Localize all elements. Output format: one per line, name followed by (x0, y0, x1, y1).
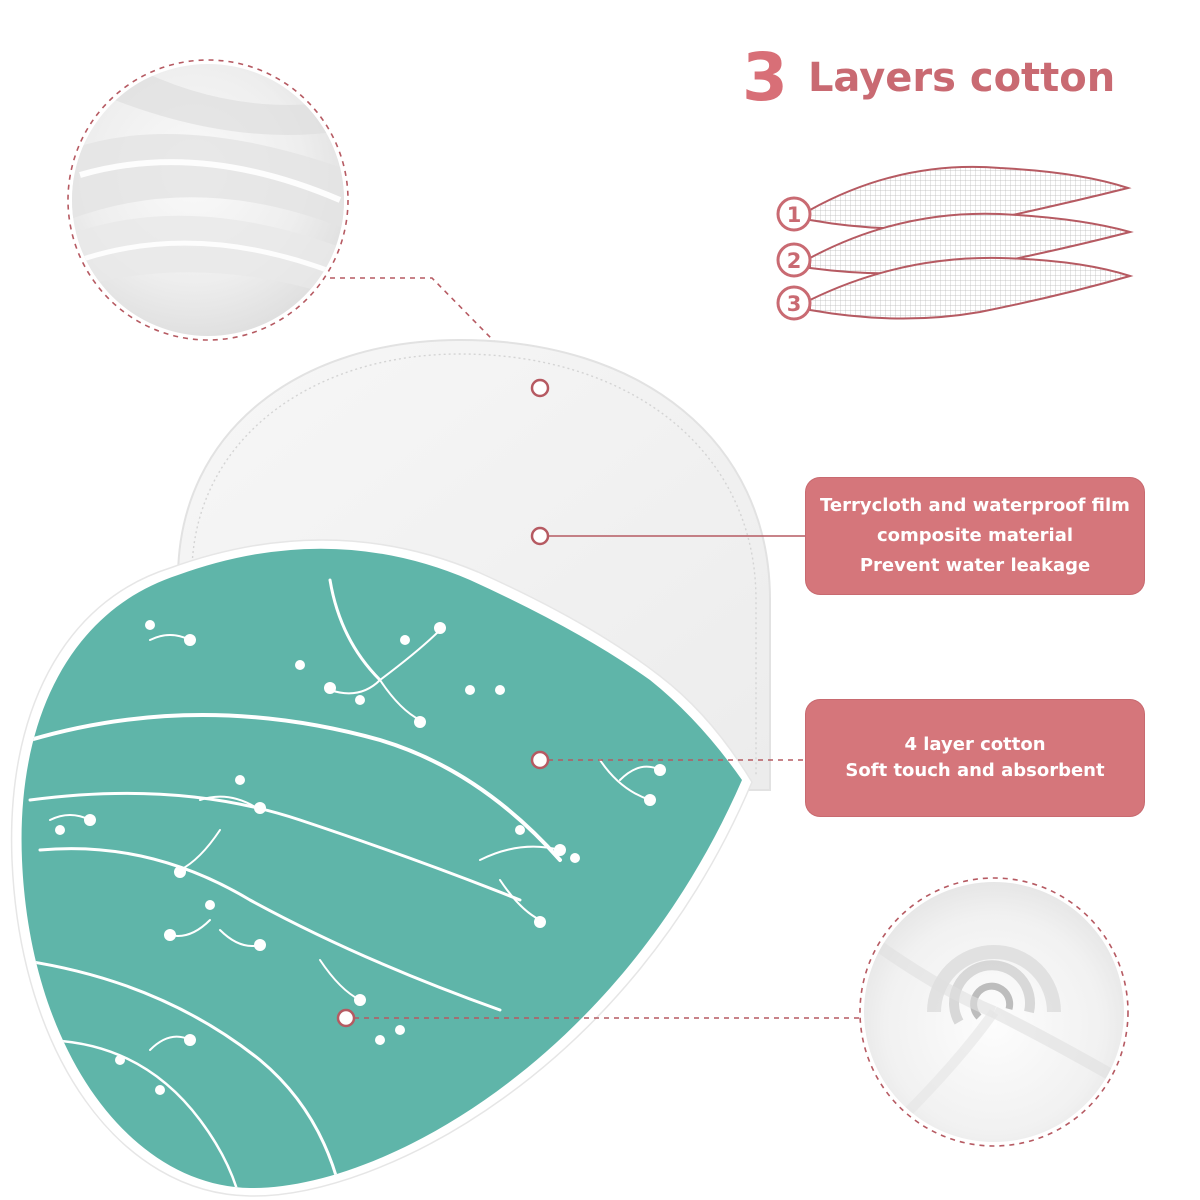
callout-cotton-line1: 4 layer cotton (904, 734, 1046, 755)
layer-badge-2 (776, 242, 812, 278)
layer-badge-1 (776, 196, 812, 232)
layer-label-1: 1 (787, 203, 802, 227)
ring-dot-icon (530, 378, 550, 398)
layer-badge-3 (776, 285, 812, 321)
muslin-closeup (859, 877, 1129, 1147)
callout-cotton-line2: Soft touch and absorbent (845, 760, 1105, 781)
page-heading: 3 Layers cotton (742, 38, 1115, 118)
ring-dot-icon (336, 1008, 356, 1028)
bib-front-muslin (10, 539, 753, 1197)
ring-dot-icon (530, 750, 550, 770)
heading-text: Layers cotton (807, 55, 1116, 101)
layer-label-3: 3 (787, 292, 802, 316)
layers-diagram: 1 2 3 (776, 165, 1134, 321)
terrycloth-closeup (67, 59, 349, 341)
callout-cotton: 4 layer cotton Soft touch and absorbent (806, 700, 1144, 816)
callout-terrycloth-line3: Prevent water leakage (859, 555, 1091, 576)
callout-terrycloth-line1: Terrycloth and waterproof film (820, 495, 1130, 516)
callout-terrycloth-line2: composite material (876, 525, 1074, 546)
ring-dot-icon (530, 526, 550, 546)
callout-terrycloth: Terrycloth and waterproof film composite… (806, 478, 1144, 594)
heading-number: 3 (742, 39, 788, 116)
layer-label-2: 2 (787, 249, 802, 273)
